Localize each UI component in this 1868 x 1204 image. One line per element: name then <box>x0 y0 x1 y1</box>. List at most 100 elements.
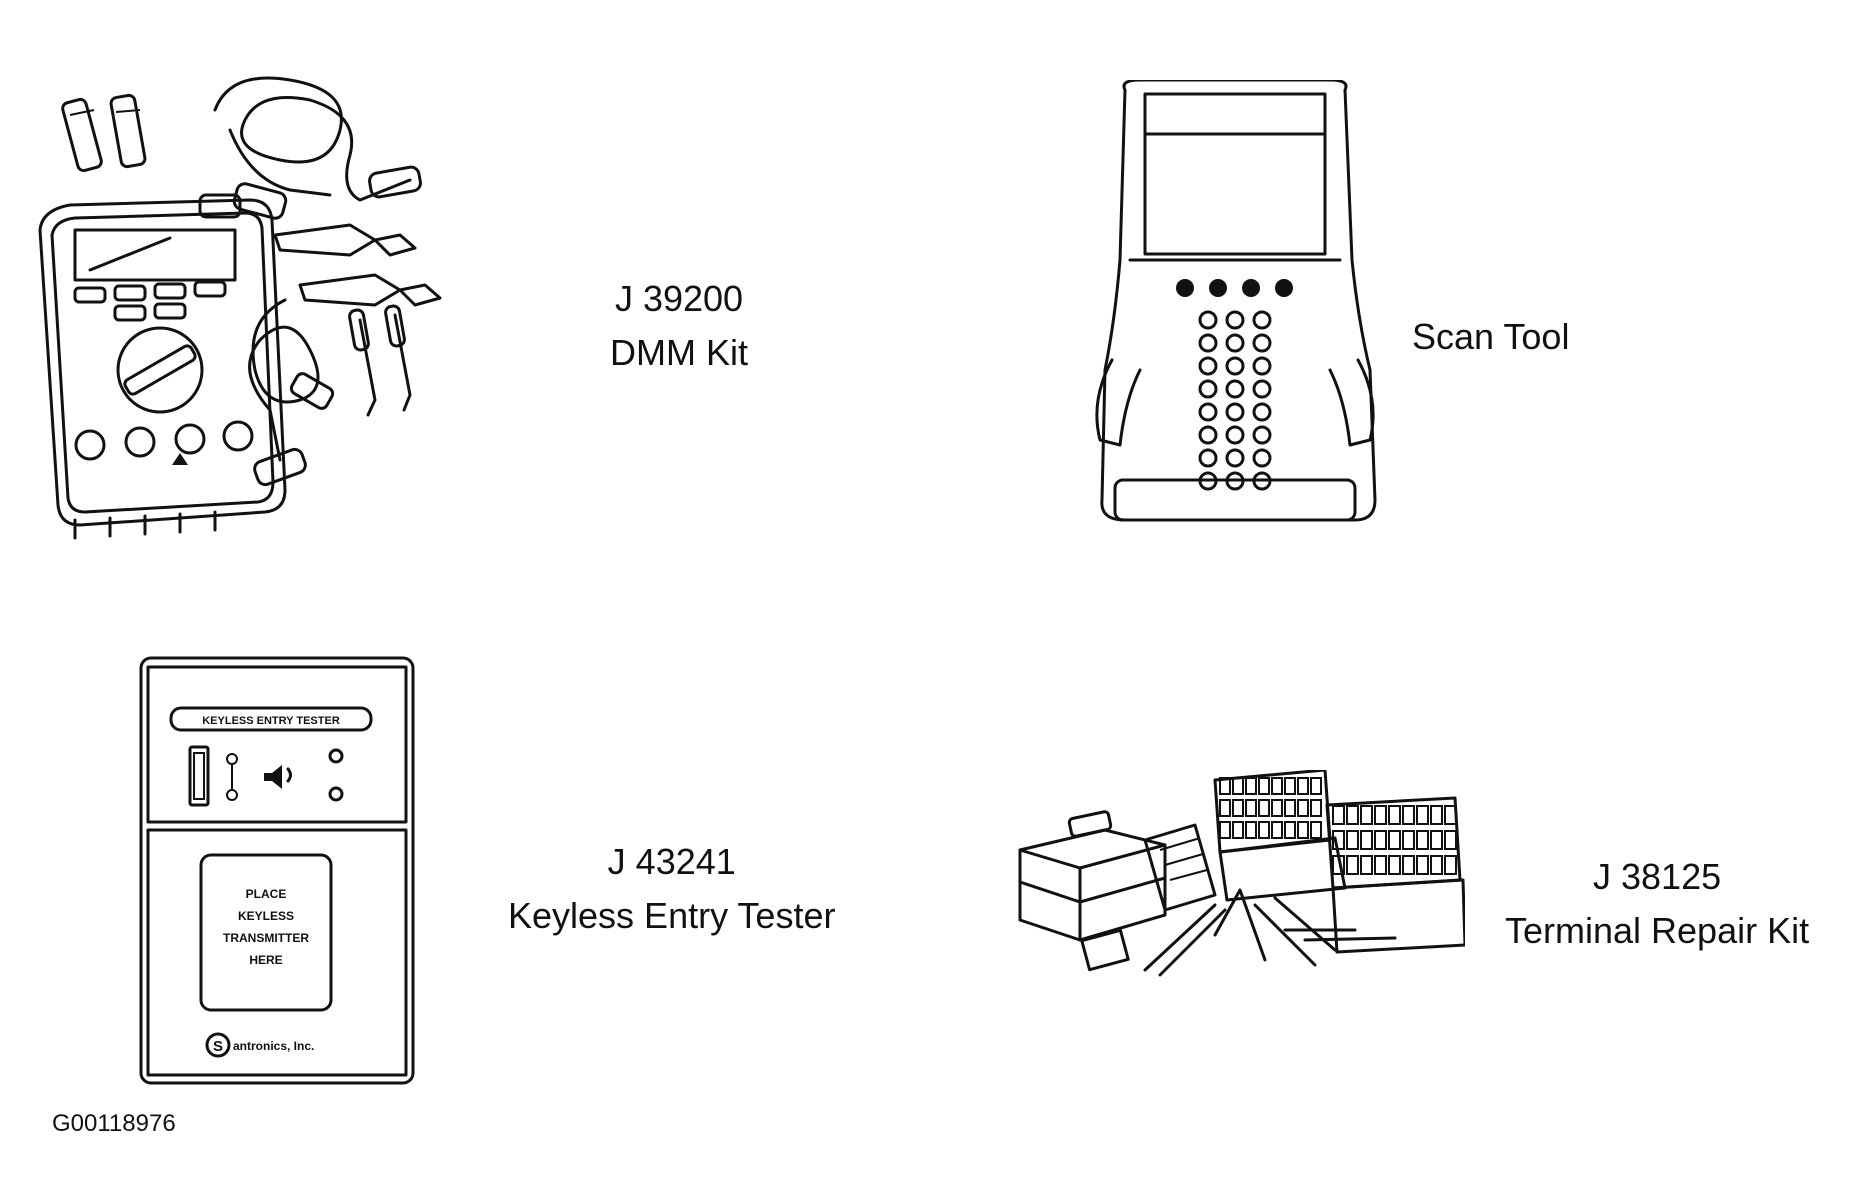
terminal-repair-kit-label: J 38125 Terminal Repair Kit <box>1505 850 1809 958</box>
tray-cell <box>1271 799 1283 817</box>
terminal-repair-kit-illustration <box>1015 770 1465 985</box>
tray-cell <box>1444 830 1457 850</box>
tray-cell <box>1360 830 1373 850</box>
keypad-button <box>1252 425 1272 445</box>
tray-cell <box>1388 855 1401 875</box>
terminal-repair-kit-part-number: J 38125 <box>1593 856 1722 897</box>
tray-cell <box>1297 777 1309 795</box>
keyless-tester-header: KEYLESS ENTRY TESTER <box>202 715 340 727</box>
tray-cell <box>1360 855 1373 875</box>
scan-tool-name: Scan Tool <box>1412 316 1570 357</box>
keypad-button <box>1225 333 1245 353</box>
keypad-button <box>1198 471 1218 491</box>
dmm-kit-name: DMM Kit <box>610 332 748 373</box>
keypad-button <box>1198 379 1218 399</box>
keypad-button <box>1225 425 1245 445</box>
tray-cell <box>1310 777 1322 795</box>
tray-cell <box>1258 799 1270 817</box>
tray-cell <box>1416 830 1429 850</box>
keypad-button <box>1198 425 1218 445</box>
keypad-button <box>1252 356 1272 376</box>
toolbox-icon <box>1018 810 1167 942</box>
tray-cell <box>1245 777 1257 795</box>
keypad-button <box>1252 448 1272 468</box>
multimeter-icon <box>38 198 287 540</box>
tray-cell <box>1416 805 1429 825</box>
keypad-button <box>1252 379 1272 399</box>
tray-cell <box>1374 805 1387 825</box>
tray-cell <box>1430 805 1443 825</box>
tray-cell <box>1284 777 1296 795</box>
tray-cell <box>1258 777 1270 795</box>
keypad-button <box>1198 356 1218 376</box>
keypad-button <box>1252 402 1272 422</box>
keyless-tester-part-number: J 43241 <box>607 841 736 882</box>
keypad-button <box>1225 402 1245 422</box>
tray-cell <box>1245 799 1257 817</box>
tray-cell <box>1219 799 1231 817</box>
alligator-clip-icon <box>273 223 442 307</box>
tray-cell <box>1332 805 1345 825</box>
dmm-kit-part-number: J 39200 <box>614 278 744 319</box>
terminal-repair-kit-name: Terminal Repair Kit <box>1505 910 1810 951</box>
keypad-button <box>1198 333 1218 353</box>
keypad-button <box>1198 310 1218 330</box>
keyless-pad-line-1: PLACE <box>246 887 287 901</box>
tray-cell <box>1332 830 1345 850</box>
dmm-kit-illustration <box>30 70 520 550</box>
scan-tool-label: Scan Tool <box>1412 310 1569 364</box>
tray-cell <box>1284 821 1296 839</box>
tray-cell <box>1360 805 1373 825</box>
crimper-tool-icon <box>1080 888 1397 977</box>
manual-icon <box>1143 823 1217 912</box>
tray-cell <box>1219 777 1231 795</box>
keypad-button <box>1225 356 1245 376</box>
tray-cell <box>1310 821 1322 839</box>
tray-cell <box>1346 855 1359 875</box>
tray-cell <box>1219 821 1231 839</box>
keypad-button <box>1198 448 1218 468</box>
keyless-tester-illustration: S KEYLESS ENTRY TESTER PLACE KEYLESS TRA… <box>138 655 418 1087</box>
tray-cell <box>1297 799 1309 817</box>
tray-cell <box>1388 830 1401 850</box>
keypad-button <box>1252 471 1272 491</box>
keyless-brand-text: antronics, Inc. <box>233 1039 314 1053</box>
keypad-button <box>1252 310 1272 330</box>
tray-cell <box>1310 799 1322 817</box>
test-probe-icon <box>348 304 412 417</box>
keypad-button <box>1252 333 1272 353</box>
keyless-pad-line-4: HERE <box>249 953 282 967</box>
tray-cell <box>1232 821 1244 839</box>
tray-cell <box>1402 830 1415 850</box>
tray-cell <box>1374 855 1387 875</box>
svg-text:S: S <box>213 1038 223 1055</box>
keypad-button <box>1225 379 1245 399</box>
keyless-tester-name: Keyless Entry Tester <box>508 895 836 936</box>
tray-cell <box>1430 855 1443 875</box>
keypad-button <box>1225 471 1245 491</box>
coiled-lead-icon <box>248 298 335 487</box>
fuse-icon <box>61 93 147 173</box>
keyless-pad-line-3: TRANSMITTER <box>223 931 309 945</box>
tray-cell <box>1444 805 1457 825</box>
keypad-button <box>1225 310 1245 330</box>
tray-cell <box>1258 821 1270 839</box>
tray-cell <box>1232 799 1244 817</box>
keyless-pad-line-2: KEYLESS <box>238 909 294 923</box>
tray-cell <box>1245 821 1257 839</box>
tray-cell <box>1271 777 1283 795</box>
tray-cell <box>1271 821 1283 839</box>
tray-cell <box>1416 855 1429 875</box>
test-leads-icon <box>198 76 422 220</box>
speaker-icon <box>264 765 282 789</box>
figure-id: G00118976 <box>52 1110 176 1137</box>
dmm-kit-label: J 39200 DMM Kit <box>610 272 748 380</box>
scan-tool-icon <box>1095 80 1377 522</box>
tray-cell <box>1402 855 1415 875</box>
keyless-tester-label: J 43241 Keyless Entry Tester <box>508 835 835 943</box>
tray-cell <box>1444 855 1457 875</box>
tray-cell <box>1332 855 1345 875</box>
scan-tool-illustration <box>1090 80 1380 540</box>
tray-cell <box>1232 777 1244 795</box>
keyless-tester-device: S KEYLESS ENTRY TESTER PLACE KEYLESS TRA… <box>139 656 415 1085</box>
